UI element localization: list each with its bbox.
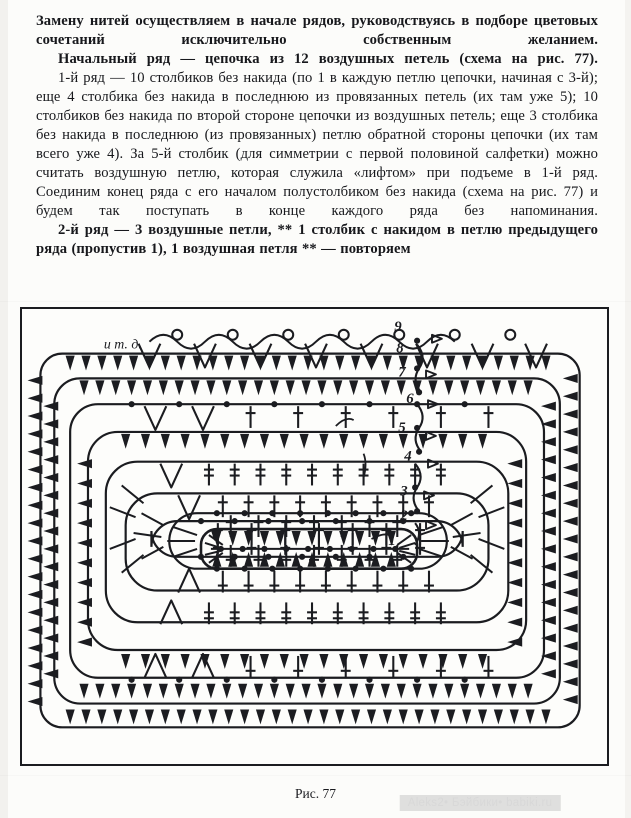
round-5-stitches	[109, 462, 505, 626]
row-label-5: 5	[398, 420, 406, 436]
row-label-3: 3	[399, 483, 408, 499]
row-label-4: 4	[403, 449, 411, 465]
round-5-path	[104, 460, 510, 624]
top-chain-fan-row	[137, 328, 548, 369]
row-label-6: 6	[406, 391, 414, 407]
round-1-stitches	[204, 530, 416, 567]
row-label-8: 8	[396, 341, 404, 357]
figure-caption: Рис. 77	[295, 786, 336, 801]
round-2-path	[168, 512, 448, 570]
paragraph-2: Начальный ряд — цепочка из 12 воздушных …	[58, 51, 598, 67]
row-pointer-arrows	[335, 418, 394, 540]
round-6-path	[86, 430, 528, 652]
scan-artifact	[0, 775, 631, 776]
row-label-7: 7	[398, 364, 406, 380]
text-block: Замену нитей осуществляем в начале рядов…	[36, 12, 598, 259]
crochet-diagram-svg: и т. д.	[27, 319, 581, 729]
round-4-path	[124, 492, 490, 592]
paragraph-3: 1-й ряд — 10 столбиков без накида (по 1 …	[36, 70, 598, 219]
join-slip-stitches	[423, 369, 439, 531]
round-9-stitches	[27, 355, 578, 725]
row-label-9: 9	[394, 319, 402, 335]
round-2-stitches	[167, 510, 449, 572]
row-number-labels: 1 2 3 4 5 6 7 8 9	[388, 319, 414, 549]
figure-crochet-chart: и т. д.	[20, 307, 609, 766]
round-4-stitches	[133, 494, 481, 594]
round-9-path	[39, 352, 581, 729]
label-etc: и т. д.	[104, 338, 142, 353]
round-8-path	[53, 377, 561, 705]
watermark: Aleks2• Бэйбики• babiki.ru	[399, 795, 561, 811]
round-6-stitches	[77, 433, 523, 669]
round-3-path	[150, 520, 464, 558]
join-chain	[412, 344, 424, 546]
paragraph-4: 2-й ряд — 3 воздушные петли, ** 1 столби…	[36, 222, 598, 257]
paragraph-1: Замену нитей осуществляем в начале рядов…	[36, 13, 598, 48]
round-1-path	[199, 527, 419, 571]
round-7-path	[69, 403, 546, 679]
row-label-1: 1	[388, 533, 395, 549]
diagram-strokes: и т. д.	[27, 319, 581, 729]
row-label-2: 2	[399, 508, 408, 524]
scan-artifact	[0, 301, 631, 302]
